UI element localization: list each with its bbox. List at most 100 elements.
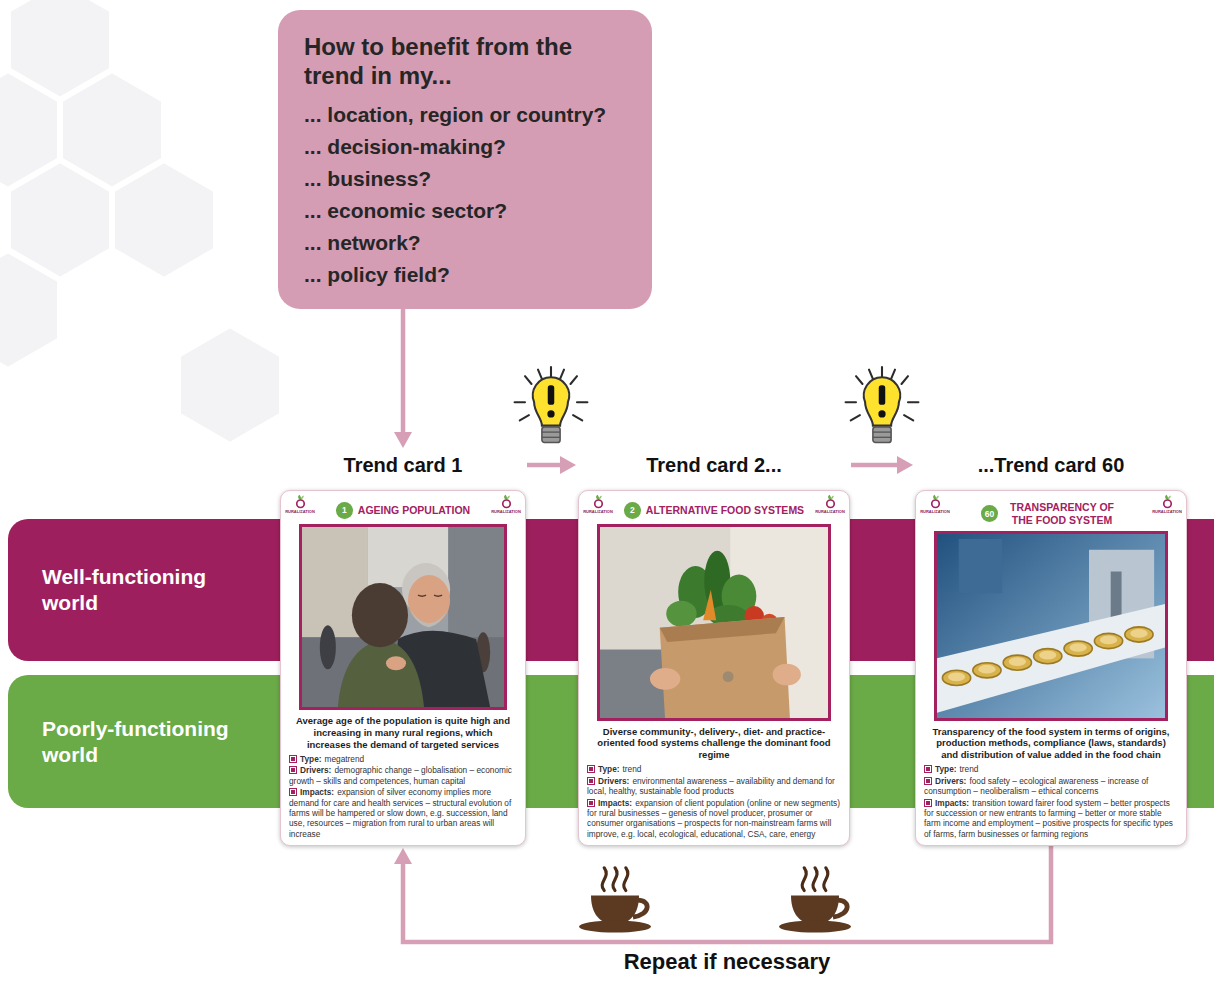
band-text-wrap: Well-functioning world — [42, 564, 242, 617]
card-logo: RURALIZATION — [1150, 494, 1184, 514]
connector-line — [851, 463, 899, 468]
info-icon — [924, 777, 932, 785]
card-face: RURALIZATION RURALIZATION 60 TRANSPARENCY O… — [915, 490, 1187, 846]
card-title: ALTERNATIVE FOOD SYSTEMS — [646, 504, 804, 517]
card-logo: RURALIZATION — [918, 494, 952, 514]
info-label: Type: — [300, 754, 322, 764]
card-photo — [934, 531, 1168, 721]
connector — [394, 309, 412, 448]
card-info-row: Drivers:environmental awareness – availa… — [587, 776, 841, 797]
card-info-row: Drivers:demographic change – globalisati… — [289, 765, 517, 786]
card-photo — [597, 524, 831, 721]
card-title-row: 60 TRANSPARENCY OF THE FOOD SYSTEM — [924, 501, 1178, 526]
photo-illustration — [600, 527, 828, 718]
trend-card: Trend card 1 RURALIZATION RURALIZATION 1 AGE… — [280, 450, 526, 846]
connector-line — [527, 463, 562, 468]
card-heading: ...Trend card 60 — [915, 450, 1187, 480]
trend-card: Trend card 2...RURALIZATIONRURALIZATION2… — [578, 450, 850, 846]
info-icon — [289, 788, 297, 796]
question-item: ... network? — [304, 227, 636, 259]
card-number: 2 — [630, 505, 635, 515]
coffee-cup-icon — [579, 868, 651, 933]
info-label: Drivers: — [935, 776, 966, 786]
logo-icon — [928, 494, 943, 509]
card-title: TRANSPARENCY OF THE FOOD SYSTEM — [1003, 501, 1121, 526]
card-info-row: Impacts:expansion of silver economy impl… — [289, 787, 517, 839]
info-icon — [587, 799, 595, 807]
logo-label: RURALIZATION — [581, 509, 615, 514]
logo-label: RURALIZATION — [283, 509, 317, 514]
question-item: ... business? — [304, 163, 636, 195]
photo-scene — [937, 534, 1165, 718]
card-info-row: Drivers:food safety – ecological awarene… — [924, 776, 1178, 797]
photo-scene — [600, 527, 828, 718]
info-icon — [924, 799, 932, 807]
logo-label: RURALIZATION — [813, 509, 847, 514]
info-label: Drivers: — [598, 776, 629, 786]
card-logo: RURALIZATION — [813, 494, 847, 514]
card-info-row: Type:megatrend — [289, 754, 517, 764]
card-description: Transparency of the food system in terms… — [928, 726, 1174, 761]
card-info-row: Type:trend — [587, 764, 841, 774]
info-value: trend — [960, 764, 979, 774]
connector-line — [403, 846, 1051, 942]
arrow-head — [897, 456, 913, 474]
lightbulb-icon — [846, 367, 919, 442]
info-icon — [587, 765, 595, 773]
arrow-head — [394, 848, 412, 864]
question-item: ... policy field? — [304, 259, 636, 291]
info-label: Impacts: — [598, 798, 632, 808]
card-number-circle: 2 — [624, 502, 641, 519]
question-box: How to benefit from the trend in my.....… — [278, 10, 652, 309]
info-icon — [587, 777, 595, 785]
photo-scene — [302, 527, 504, 707]
connector — [527, 456, 576, 474]
card-logo: RURALIZATION — [489, 494, 523, 514]
card-title-row: 2 ALTERNATIVE FOOD SYSTEMS — [587, 501, 841, 519]
lightbulb-icon — [515, 367, 588, 442]
info-icon — [924, 765, 932, 773]
band-label: Well-functioning world — [42, 564, 242, 617]
info-label: Type: — [598, 764, 620, 774]
question-item: ... decision-making? — [304, 131, 636, 163]
card-description: Average age of the population is quite h… — [293, 715, 513, 750]
hexagon-pattern — [0, 0, 282, 445]
info-icon — [289, 766, 297, 774]
connector-line — [401, 309, 406, 434]
info-value: megatrend — [325, 754, 365, 764]
info-label: Drivers: — [300, 765, 331, 775]
question-item: ... economic sector? — [304, 195, 636, 227]
band-text-wrap: Poorly-functioning world — [42, 715, 242, 768]
logo-label: RURALIZATION — [489, 509, 523, 514]
info-label: Impacts: — [300, 787, 334, 797]
card-info-row: Type:trend — [924, 764, 1178, 774]
card-heading: Trend card 1 — [280, 450, 526, 480]
card-number-circle: 60 — [981, 505, 998, 522]
info-icon — [289, 755, 297, 763]
arrow-head — [560, 456, 576, 474]
logo-icon — [1160, 494, 1175, 509]
card-face: RURALIZATION RURALIZATION 1 AGEING POPULATI… — [280, 490, 526, 846]
card-number: 1 — [342, 505, 347, 515]
card-description: Diverse community-, delivery-, diet- and… — [591, 726, 837, 761]
band-label: Poorly-functioning world — [42, 715, 242, 768]
coffee-cup-icon — [779, 868, 851, 933]
card-photo — [299, 524, 507, 710]
logo-icon — [499, 494, 514, 509]
arrow-head — [394, 432, 412, 448]
card-number: 60 — [985, 509, 994, 519]
logo-icon — [823, 494, 838, 509]
logo-icon — [591, 494, 606, 509]
trend-card: ...Trend card 60 RURALIZATION RURALIZATION… — [915, 450, 1187, 846]
card-title: AGEING POPULATION — [358, 504, 470, 517]
info-label: Type: — [935, 764, 957, 774]
card-face: RURALIZATION RURALIZATION 2 ALTERNATIVE FOO… — [578, 490, 850, 846]
card-info-row: Impacts:transition toward fairer food sy… — [924, 798, 1178, 839]
photo-illustration — [937, 534, 1165, 718]
card-logo: RURALIZATION — [283, 494, 317, 514]
card-info-row: Impacts:expansion of client population (… — [587, 798, 841, 839]
card-heading: Trend card 2... — [578, 450, 850, 480]
logo-label: RURALIZATION — [1150, 509, 1184, 514]
info-value: trend — [623, 764, 642, 774]
connector — [394, 846, 1051, 942]
